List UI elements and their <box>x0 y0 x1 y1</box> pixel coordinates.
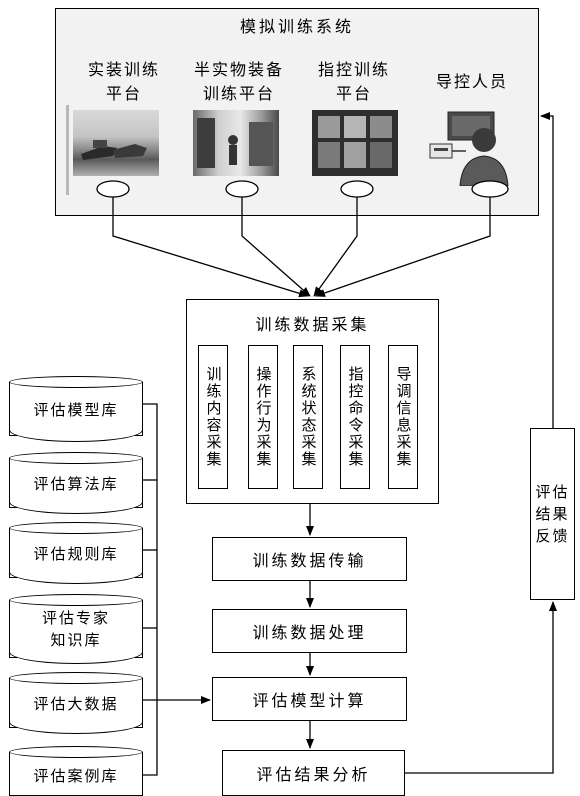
data-collection-title: 训练数据采集 <box>255 315 370 334</box>
command-training-photo <box>312 110 398 176</box>
platform-label-command: 指控训练平台 <box>317 60 390 103</box>
evaluation-big-data: 评估大数据 <box>9 672 143 734</box>
data-transmission-box: 训练数据传输 <box>212 537 407 581</box>
collection-item-operation: 操作行为采集 <box>248 345 278 489</box>
director-operator-icon <box>426 110 522 186</box>
platform-label-equipment: 实装训练平台 <box>87 60 160 103</box>
result-feedback-box: 评估结果反馈 <box>530 428 575 600</box>
collection-item-status: 系统状态采集 <box>293 345 323 489</box>
evaluation-expert-knowledge-library: 评估专家 知识库 <box>9 594 143 664</box>
platform-label-director: 导控人员 <box>435 72 508 91</box>
model-computation-box: 评估模型计算 <box>212 677 407 721</box>
data-processing-box: 训练数据处理 <box>212 609 407 653</box>
evaluation-case-library: 评估案例库 <box>9 746 143 796</box>
platform-label-semi-physical: 半实物装备训练平台 <box>193 60 284 103</box>
evaluation-model-library: 评估模型库 <box>9 376 143 442</box>
collection-item-command: 指控命令采集 <box>340 345 370 489</box>
collection-item-director: 导调信息采集 <box>388 345 418 489</box>
equipment-training-photo <box>73 110 159 176</box>
simulation-system-title: 模拟训练系统 <box>239 17 354 36</box>
evaluation-rules-library: 评估规则库 <box>9 522 143 584</box>
semi-physical-equipment-photo <box>193 110 279 176</box>
result-analysis-box: 评估结果分析 <box>222 750 405 796</box>
evaluation-algorithm-library: 评估算法库 <box>9 452 143 514</box>
collection-item-content: 训练内容采集 <box>198 345 228 489</box>
left-accent-line <box>66 105 69 195</box>
